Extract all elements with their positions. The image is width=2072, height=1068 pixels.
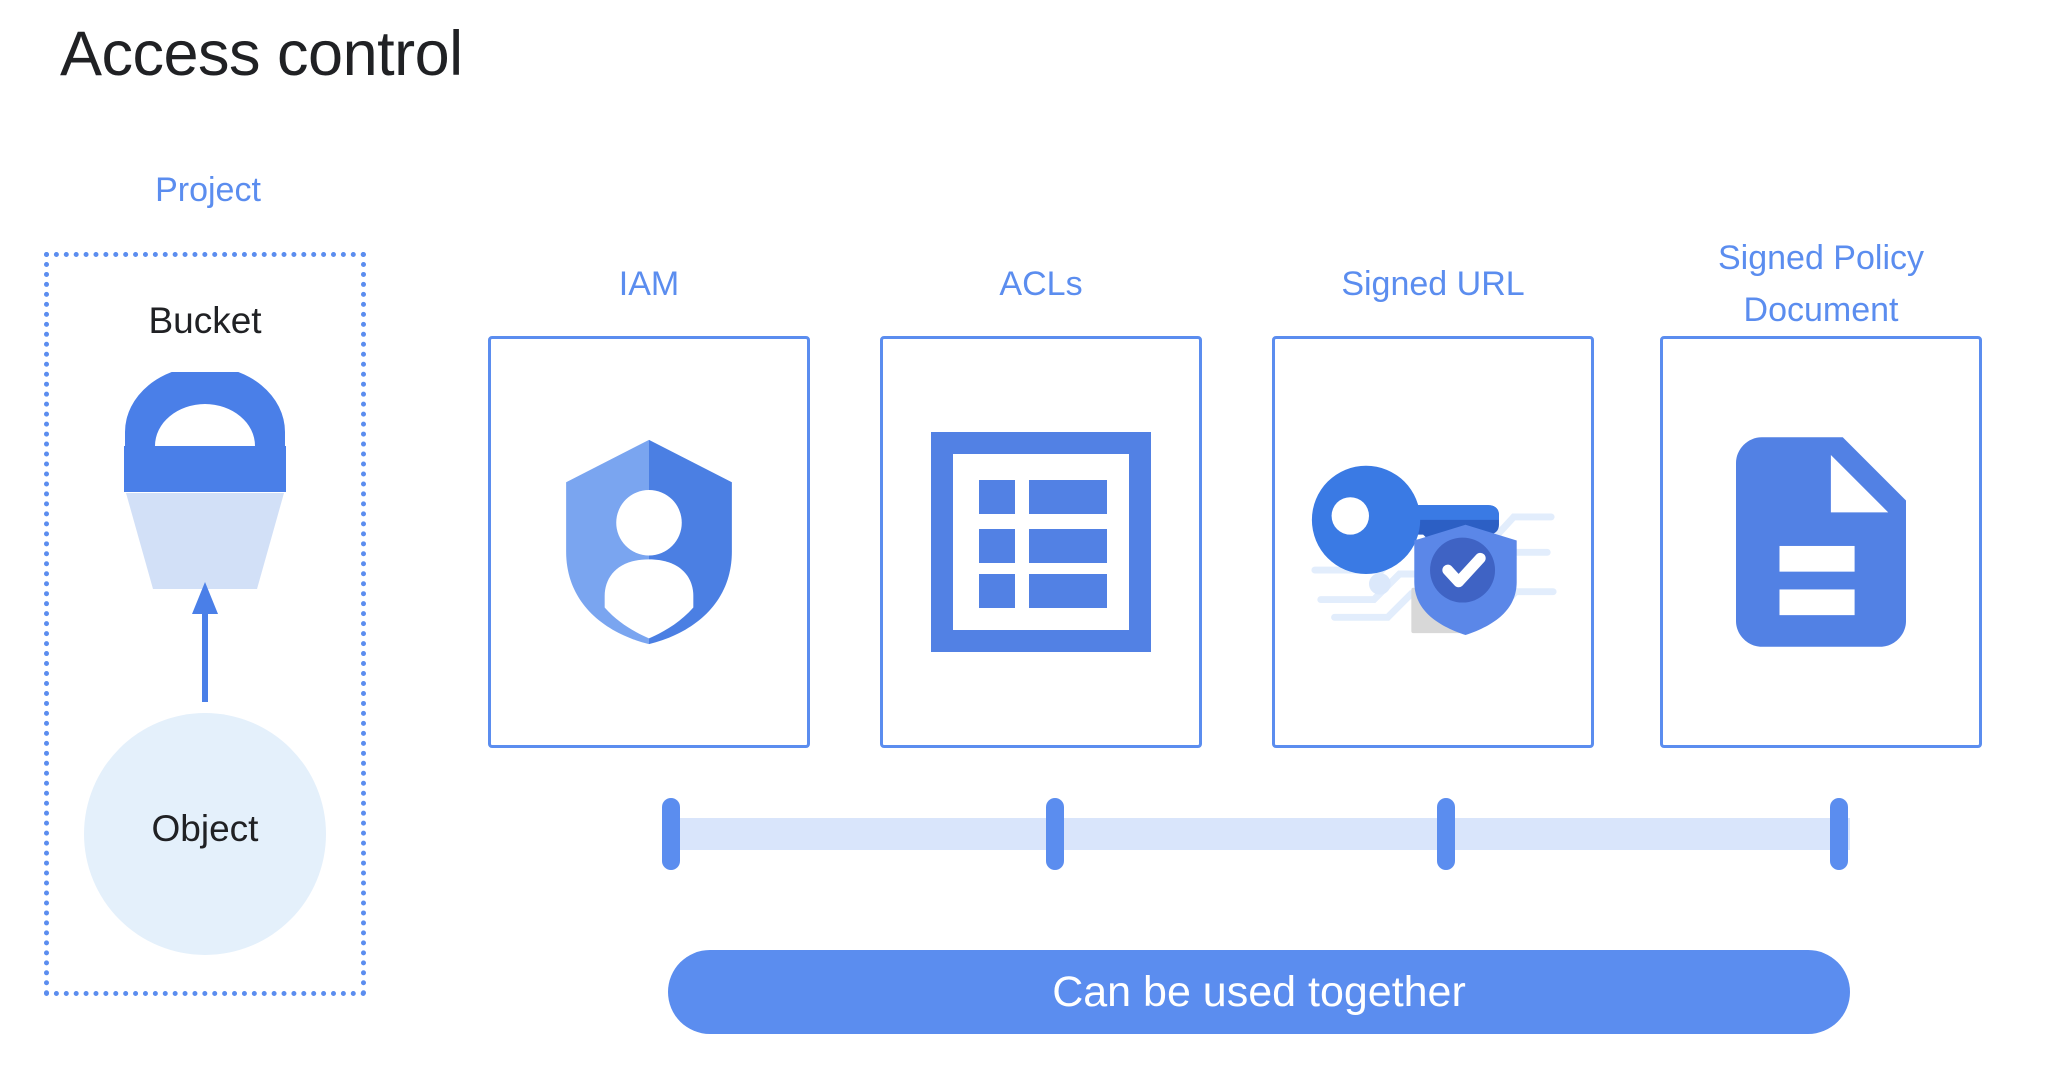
list-frame-icon (883, 339, 1199, 745)
arrow-up-icon (190, 582, 220, 702)
method-card-signed-policy-document[interactable] (1660, 336, 1982, 748)
connector-tick-iam[interactable] (662, 798, 680, 870)
card-label-signed-url: Signed URL (1341, 265, 1525, 303)
connector-track (668, 818, 1850, 850)
key-shield-lock-icon (1275, 339, 1591, 745)
object-label: Object (151, 808, 259, 849)
method-card-signed-url[interactable] (1272, 336, 1594, 748)
bucket-icon (121, 366, 289, 590)
object-circle-icon (84, 713, 326, 955)
can-be-used-together-banner: Can be used together (668, 950, 1850, 1034)
connector-tick-signed-url[interactable] (1437, 798, 1455, 870)
project-boundary-box (44, 252, 366, 996)
can-be-used-together-label: Can be used together (1052, 968, 1466, 1016)
page-title: Access control (60, 19, 463, 89)
method-card-acls[interactable] (880, 336, 1202, 748)
card-label-iam: IAM (618, 265, 680, 303)
bucket-label: Bucket (148, 300, 262, 341)
connector-tick-acls[interactable] (1046, 798, 1064, 870)
card-label-acls: ACLs (999, 265, 1083, 303)
card-label-signed-policy-document: Signed Policy Document (1717, 239, 1924, 329)
method-card-iam[interactable] (488, 336, 810, 748)
document-page-icon (1663, 339, 1979, 745)
project-label: Project (155, 171, 261, 209)
shield-person-icon (491, 339, 807, 745)
connector-tick-signed-policy-document[interactable] (1830, 798, 1848, 870)
